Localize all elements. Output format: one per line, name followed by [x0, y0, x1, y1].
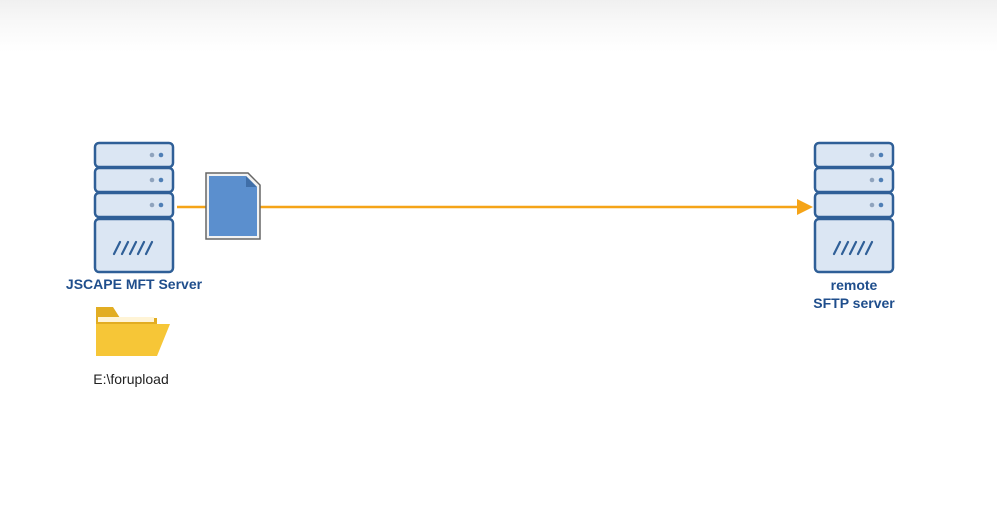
- folder-path-label: E:\forupload: [93, 371, 169, 387]
- destination-server-icon: [813, 141, 895, 274]
- source-server-icon: [93, 141, 175, 274]
- source-server-label: JSCAPE MFT Server: [65, 276, 203, 292]
- destination-server-label-line2: SFTP server: [813, 295, 895, 311]
- destination-server-label: remote SFTP server: [800, 276, 908, 312]
- folder-icon: [96, 307, 170, 356]
- transfer-arrow: [177, 199, 813, 215]
- destination-server-label-line1: remote: [830, 277, 878, 293]
- file-icon: [205, 172, 261, 240]
